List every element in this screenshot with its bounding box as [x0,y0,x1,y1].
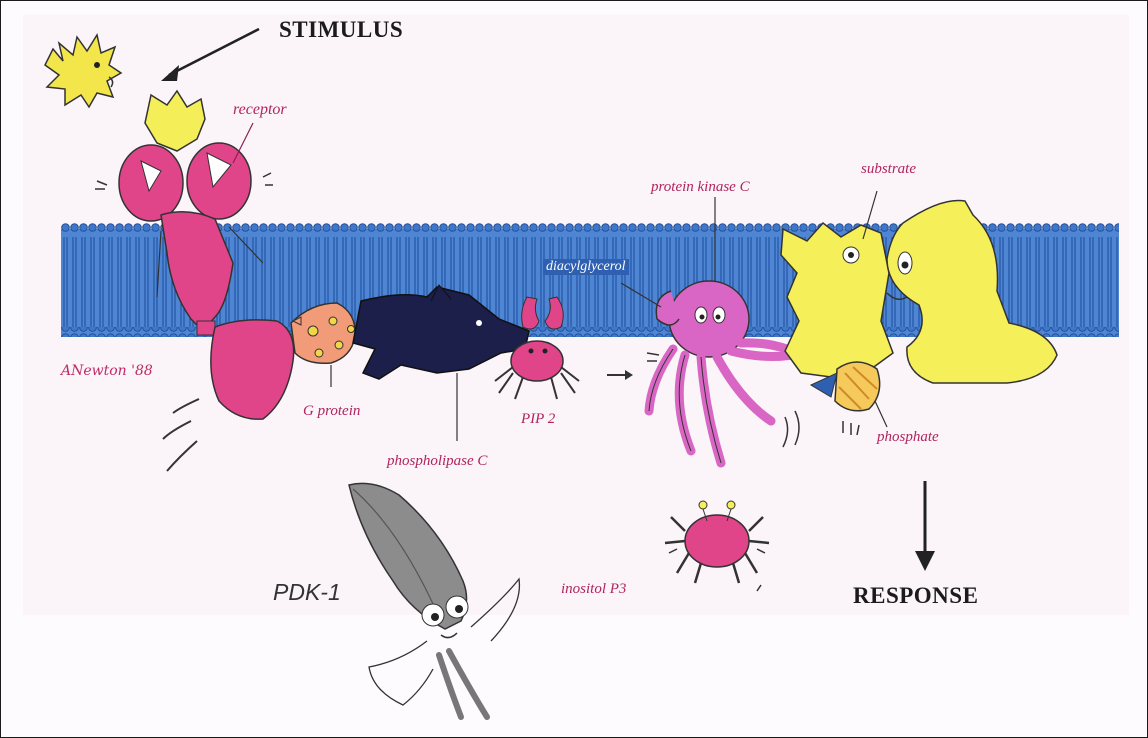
receptor-label: receptor [233,101,287,119]
response-label: RESPONSE [853,583,978,609]
pdk1-squid [349,483,519,717]
substrate-label: substrate [861,161,916,178]
activation-arrow [607,370,633,380]
pdk1-label: PDK-1 [273,579,341,606]
protein-kinase-c-label: protein kinase C [651,179,750,196]
artist-signature: ANewton '88 [61,363,153,379]
stimulus-label: STIMULUS [279,17,403,43]
stimulus-arrow [161,29,259,81]
response-arrow [915,481,935,571]
diacylglycerol-label: diacylglycerol [543,259,629,275]
inositol-p3-crab [665,501,769,591]
phospholipase-c-label: phospholipase C [387,453,487,470]
stimulus-fish [45,35,121,107]
phosphate-label: phosphate [877,429,939,446]
pip2-label: PIP 2 [521,411,555,428]
g-protein-label: G protein [303,403,360,420]
inositol-p3-label: inositol P3 [561,581,626,598]
